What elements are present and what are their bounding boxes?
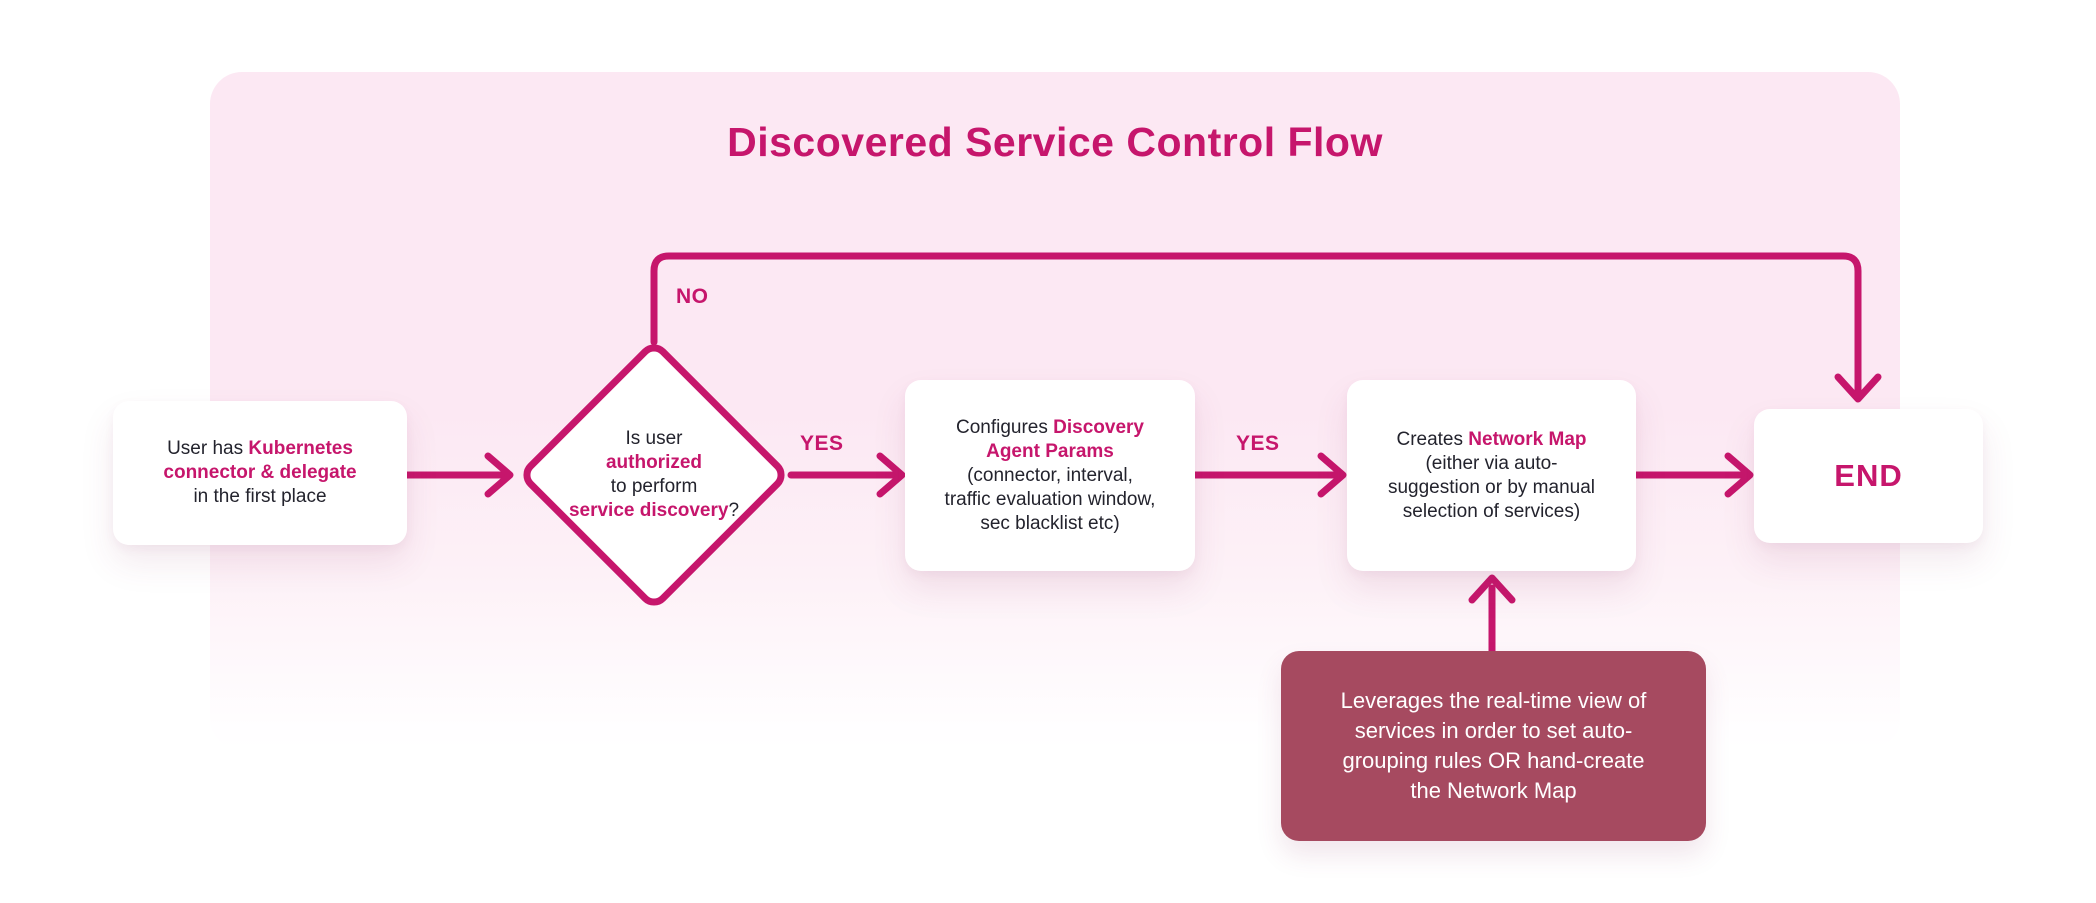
edge-start-decision-arrowhead [484,452,514,498]
edge-create-end-arrowhead [1724,452,1754,498]
edge-decision-configure-arrowhead [876,452,906,498]
edge-note-create-arrowhead [1468,574,1516,604]
edge-configure-create-arrowhead [1317,452,1347,498]
node-end: END [1754,409,1983,543]
diagram-title: Discovered Service Control Flow [727,119,1383,165]
node-create-network-map: Creates Network Map(either via auto-sugg… [1347,380,1636,571]
edge-no-loop-arrowhead [1834,373,1882,403]
edge-label-yes-2: YES [1236,432,1280,455]
edge-label-no: NO [676,285,709,308]
edge-no-loop [650,252,1862,398]
edge-label-yes-1: YES [800,432,844,455]
